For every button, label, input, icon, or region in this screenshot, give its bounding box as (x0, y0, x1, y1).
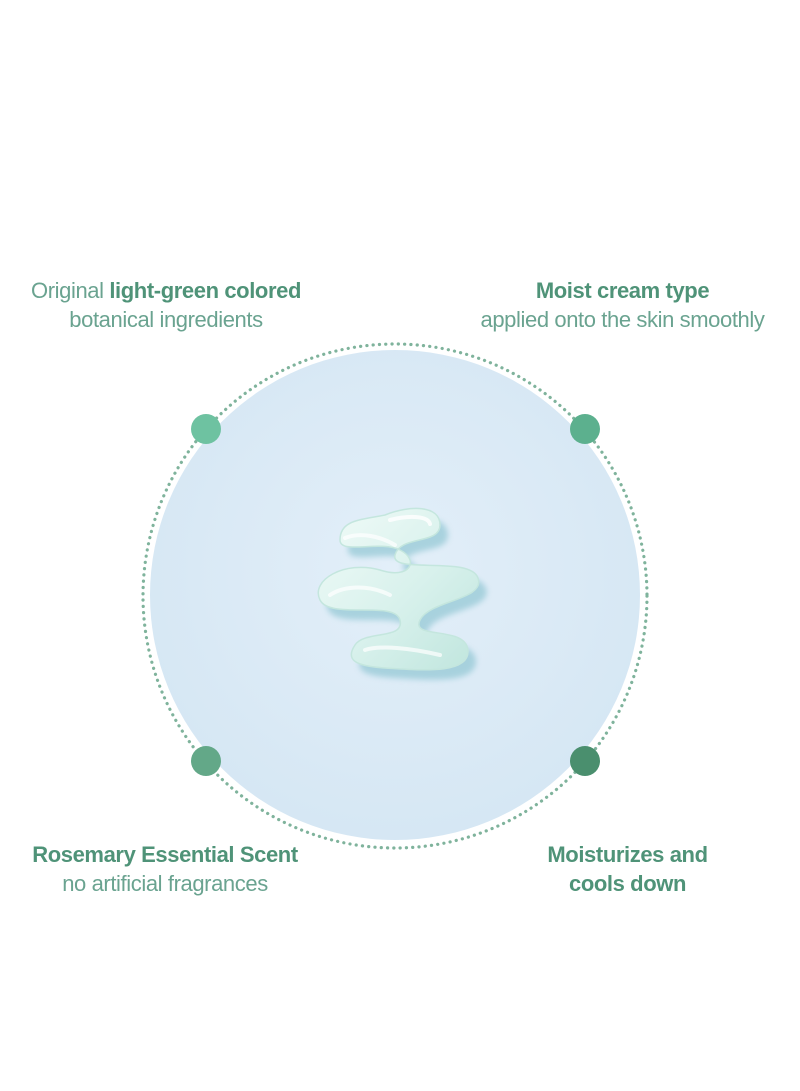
feature-ingredients: Original light-green colored botanical i… (20, 276, 312, 334)
cream-highlight (328, 585, 392, 597)
feature-ingredients-line1: Original light-green colored (20, 276, 312, 305)
feature-marker-bottom-right (570, 746, 600, 776)
feature-ingredients-desc: botanical ingredients (69, 307, 263, 332)
feature-texture-title: Moist cream type (535, 278, 710, 303)
feature-scent: Rosemary Essential Scent no artificial f… (20, 840, 310, 898)
cream-squiggle (317, 507, 480, 671)
feature-scent-title: Rosemary Essential Scent (32, 842, 298, 867)
cream-highlight (343, 533, 397, 547)
feature-effect: Moisturizes and cools down (520, 840, 735, 898)
feature-marker-top-right (570, 414, 600, 444)
feature-ingredients-prefix: Original (31, 278, 104, 303)
feature-effect-title-line1: Moisturizes and (547, 842, 708, 867)
feature-marker-bottom-left (191, 746, 221, 776)
feature-marker-top-left (191, 414, 221, 444)
feature-scent-desc: no artificial fragrances (62, 871, 268, 896)
cream-highlight (363, 645, 442, 657)
feature-ingredients-title: light-green colored (109, 278, 301, 303)
feature-effect-title-line2: cools down (568, 871, 686, 896)
feature-texture-desc: applied onto the skin smoothly (480, 307, 765, 332)
feature-texture: Moist cream type applied onto the skin s… (460, 276, 785, 334)
cream-highlight (388, 514, 432, 526)
dotted-ring (141, 342, 649, 850)
